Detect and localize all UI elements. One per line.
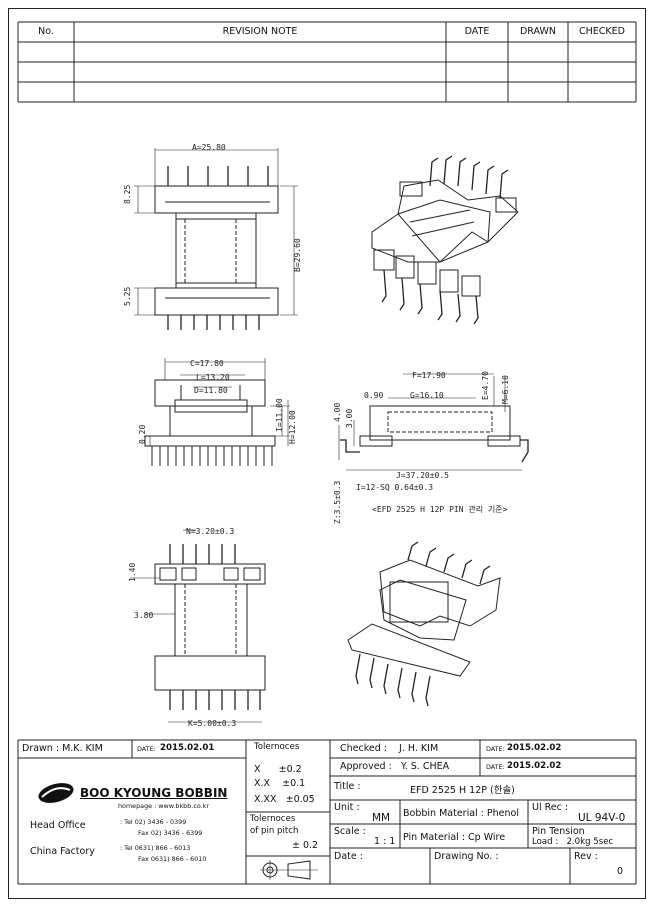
dim-c: C=17.80 [190, 359, 224, 368]
dim-525: 5.25 [123, 287, 132, 306]
checked-date: 2015.02.02 [507, 743, 562, 753]
pin-view [338, 373, 529, 471]
pin-standard-note: <EFD 2525 H 12P PIN 관리 기준> [372, 504, 508, 514]
rev-value: 0 [617, 866, 624, 877]
dim-020: 0.20 [138, 425, 147, 444]
revision-table-grid [17, 21, 637, 103]
drawing-no-label: Drawing No. : [434, 851, 499, 862]
pin-tension-label: Pin Tension [532, 826, 585, 837]
title-value: EFD 2525 H 12P (한솔) [410, 785, 515, 796]
dim-j: J=37.20±0.5 [396, 471, 449, 480]
pin-material: Pin Material : Cp Wire [403, 832, 506, 843]
china-factory-label: China Factory [30, 846, 95, 857]
tolerance-xx: X.X ±0.1 [254, 778, 306, 789]
dim-i11: I=11.00 [275, 398, 284, 432]
dim-400: 4.00 [333, 403, 342, 422]
date-label: Date : [334, 851, 363, 862]
scale-value: 1 : 1 [374, 836, 396, 847]
bobbin-material: Bobbin Material : Phenol [403, 808, 519, 819]
projection-symbol-icon [260, 860, 318, 880]
approved-date: 2015.02.02 [507, 761, 562, 771]
dim-b: B=29.60 [293, 238, 302, 272]
dim-380: 3.80 [134, 611, 153, 620]
dim-i12: I=12-SQ 0.64±0.3 [356, 483, 433, 492]
rev-header-note: REVISION NOTE [222, 26, 298, 37]
dim-n: N=3.20±0.3 [186, 527, 234, 536]
checked-date-label: DATE: [486, 745, 505, 753]
dim-300: 3.00 [345, 409, 354, 428]
drawn-by: Drawn : M.K. KIM [22, 743, 103, 754]
china-factory-tel: : Tel 0631) 866 - 6013 [120, 844, 191, 852]
isometric-view-1 [371, 155, 519, 325]
drawing-sheet [8, 8, 646, 899]
approved-by: Approved : Y. S. CHEA [340, 761, 450, 772]
tolerance-pitch-line: of pin pitch [250, 826, 299, 836]
tolerance-pitch-value: ± 0.2 [292, 840, 319, 851]
dim-090: 0.90 [364, 391, 383, 400]
dim-e: E=4.70 [481, 371, 490, 400]
company-homepage: homepage : www.bkbb.co.kr [118, 802, 209, 810]
front-view [134, 148, 298, 330]
dim-z: Z:3.5±0.3 [333, 480, 342, 524]
dim-140: 1.40 [128, 563, 137, 582]
dim-a: A=25.80 [192, 143, 226, 152]
isometric-view-2 [347, 541, 501, 707]
side-view [144, 358, 290, 466]
scale-label: Scale : [334, 826, 366, 837]
rev-header-no: No. [38, 26, 54, 37]
rev-header-date: DATE [464, 26, 490, 37]
approved-date-label: DATE: [486, 763, 505, 771]
ul-rec-value: UL 94V-0 [578, 812, 626, 824]
dim-k: K=5.00±0.3 [188, 719, 236, 728]
rev-header-drawn: DRAWN [519, 26, 556, 37]
dim-h12: H=12.00 [288, 410, 297, 444]
dim-825: 8.25 [123, 185, 132, 204]
company-logo [38, 783, 74, 803]
dim-f: F=17.90 [412, 371, 446, 380]
tolerance-pitch-title: Tolernoces [250, 814, 296, 824]
tolerance-title: Tolernoces [254, 742, 300, 752]
dim-m: M=6.10 [501, 375, 510, 404]
drawn-date: 2015.02.01 [160, 743, 215, 753]
rev-header-checked: CHECKED [579, 26, 625, 37]
dim-d: D=11.80 [194, 386, 228, 395]
drawn-date-label: DATE: [137, 745, 156, 753]
company-name: BOO KYOUNG BOBBIN [80, 786, 228, 800]
bottom-view [130, 529, 266, 723]
dim-g: G=16.10 [410, 391, 444, 400]
technical-drawing: A=25.80 B=29.60 8.25 5.25 C=17.80 L=13.2… [123, 143, 529, 728]
pin-tension-value: Load : 2.0kg 5sec [532, 837, 614, 847]
unit-label: Unit : [334, 802, 360, 813]
checked-by: Checked : J. H. KIM [340, 743, 439, 754]
head-office-tel: : Tel 02) 3436 - 0399 [120, 818, 187, 826]
head-office-fax: Fax 02) 3436 - 6399 [138, 829, 203, 837]
title-label: Title : [334, 781, 361, 792]
dim-l: L=13.20 [196, 373, 230, 382]
ul-rec-label: Ul Rec : [532, 802, 569, 813]
unit-value: MM [372, 812, 391, 824]
china-factory-fax: Fax 0631) 866 - 6010 [138, 855, 207, 863]
tolerance-x: X ±0.2 [254, 764, 302, 775]
head-office-label: Head Office [30, 820, 86, 831]
tolerance-xxx: X.XX ±0.05 [254, 794, 315, 805]
rev-label: Rev : [574, 851, 598, 862]
